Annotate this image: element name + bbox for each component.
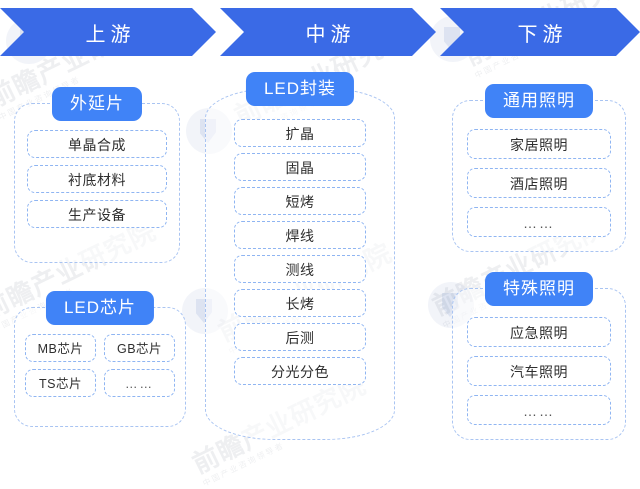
group-title-led-chip: LED芯片 — [45, 291, 155, 325]
list-item-ellipsis[interactable]: …… — [467, 395, 611, 425]
group-items-epitaxial-wafer: 单晶合成 衬底材料 生产设备 — [15, 130, 179, 254]
group-general-lighting: 通用照明 家居照明 酒店照明 …… — [452, 84, 626, 252]
list-item[interactable]: 应急照明 — [467, 317, 611, 347]
group-items-led-packaging: 扩晶 固晶 短烤 焊线 测线 长烤 后测 分光分色 — [206, 119, 394, 431]
list-item[interactable]: 测线 — [234, 255, 366, 283]
group-items-special-lighting: 应急照明 汽车照明 …… — [453, 317, 625, 431]
list-item[interactable]: 焊线 — [234, 221, 366, 249]
list-item[interactable]: 生产设备 — [27, 200, 167, 228]
list-item[interactable]: TS芯片 — [25, 369, 96, 397]
list-item[interactable]: 酒店照明 — [467, 168, 611, 198]
list-item[interactable]: 扩晶 — [234, 119, 366, 147]
list-item[interactable]: GB芯片 — [104, 334, 175, 362]
list-item-ellipsis[interactable]: …… — [467, 207, 611, 237]
group-title-general-lighting: 通用照明 — [485, 84, 593, 118]
list-item-ellipsis[interactable]: …… — [104, 369, 175, 397]
list-item[interactable]: 固晶 — [234, 153, 366, 181]
group-led-chip: LED芯片 MB芯片 GB芯片 TS芯片 …… — [14, 291, 186, 427]
group-special-lighting: 特殊照明 应急照明 汽车照明 …… — [452, 272, 626, 440]
banner-segment-downstream[interactable]: 下游 — [440, 8, 640, 56]
group-title-led-packaging: LED封装 — [245, 72, 355, 106]
list-item[interactable]: 单晶合成 — [27, 130, 167, 158]
banner-segment-label: 上游 — [85, 23, 136, 46]
value-chain-banner: 上游 中游 下游 — [0, 8, 640, 56]
banner-segment-upstream[interactable]: 上游 — [0, 8, 216, 56]
list-item[interactable]: MB芯片 — [25, 334, 96, 362]
group-items-led-chip: MB芯片 GB芯片 TS芯片 …… — [15, 334, 185, 418]
list-item[interactable]: 长烤 — [234, 289, 366, 317]
list-item[interactable]: 分光分色 — [234, 357, 366, 385]
group-led-packaging: LED封装 扩晶 固晶 短烤 焊线 测线 长烤 后测 分光分色 — [205, 72, 395, 440]
list-item[interactable]: 短烤 — [234, 187, 366, 215]
group-title-epitaxial-wafer: 外延片 — [52, 87, 142, 121]
group-items-general-lighting: 家居照明 酒店照明 …… — [453, 129, 625, 243]
banner-segment-midstream[interactable]: 中游 — [220, 8, 436, 56]
group-epitaxial-wafer: 外延片 单晶合成 衬底材料 生产设备 — [14, 87, 180, 263]
group-title-special-lighting: 特殊照明 — [485, 272, 593, 306]
list-item[interactable]: 汽车照明 — [467, 356, 611, 386]
list-item[interactable]: 衬底材料 — [27, 165, 167, 193]
list-item[interactable]: 家居照明 — [467, 129, 611, 159]
list-item[interactable]: 后测 — [234, 323, 366, 351]
banner-segment-label: 下游 — [517, 23, 568, 46]
banner-segment-label: 中游 — [305, 23, 356, 46]
